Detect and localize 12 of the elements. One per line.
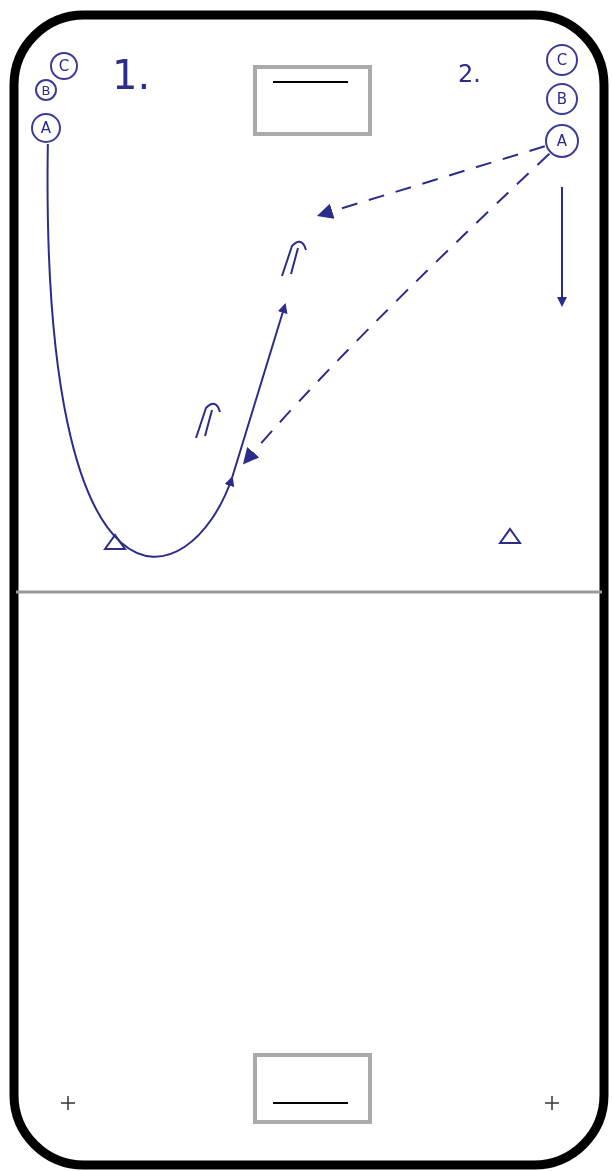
- arrow: [557, 186, 567, 307]
- player-circle: C: [546, 44, 578, 76]
- player-circle: C: [50, 52, 78, 80]
- group-number: 1.: [112, 52, 151, 98]
- arrow: [242, 152, 551, 465]
- group-number: 2.: [458, 60, 481, 88]
- arrow: [316, 145, 546, 219]
- player-circle: B: [546, 83, 578, 115]
- arrow: [46, 142, 288, 558]
- player-circle: B: [35, 79, 57, 101]
- player-circle: A: [545, 124, 579, 158]
- player-circle: A: [31, 113, 61, 143]
